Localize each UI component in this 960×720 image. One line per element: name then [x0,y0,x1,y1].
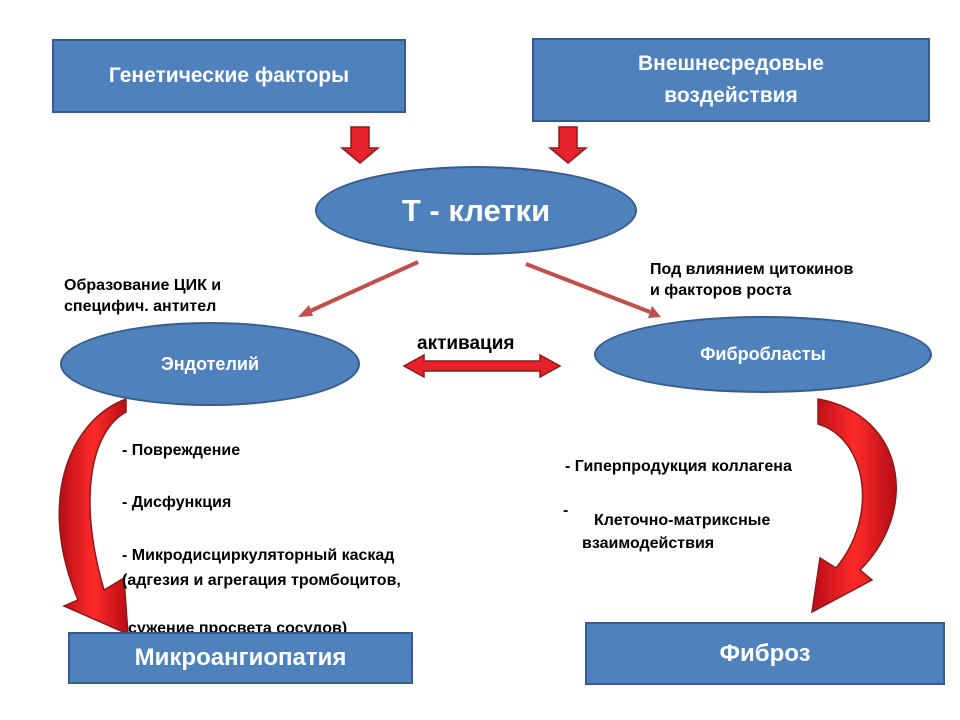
down-arrow-genetic [339,126,381,164]
down-arrow-environment [547,126,589,164]
genetic-factors-label: Генетические факторы [108,64,350,87]
activation-label: активация [417,333,515,354]
arrow-tcells-to-endothelium [307,260,419,314]
t-cells-node: Т - клетки [315,166,637,255]
endothelium-effects-item2: - Дисфункция [122,494,232,511]
endothelium-label: Эндотелий [160,353,260,374]
fibroblast-effects-item2-dash: - [563,502,569,519]
curved-arrow-left [58,397,129,636]
fibroblast-effects-item1: - Гиперпродукция коллагена [565,458,792,475]
cic-formation-label: Образование ЦИК и специфич. антител [64,275,221,317]
endothelium-effects-item3: - Микродисциркуляторный каскад (адгезия … [122,543,401,593]
endothelium-effects-item1: - Повреждение [122,442,241,459]
cell-matrix-line1: Клеточно-матриксные [594,512,771,529]
environmental-factors-label-line2: воздействия [664,84,798,107]
fibroblasts-label: Фибробласты [700,344,826,364]
fibrosis-box: Фиброз [585,622,945,685]
cic-label-line2: специфич. антител [64,298,217,315]
microangiopathy-label: Микроангиопатия [134,644,347,671]
environmental-factors-label-line1: Внешнесредовые [638,52,824,75]
fibroblasts-node: Фибробласты [594,316,932,393]
t-cells-label: Т - клетки [401,192,551,228]
microcirculation-line1: - Микродисциркуляторный каскад [122,547,395,564]
arrow-tcells-to-fibroblasts [525,262,651,314]
cell-matrix-line2: взаимодействия [582,535,715,552]
microcirculation-line2: (адгезия и агрегация тромбоцитов, [122,572,401,589]
curved-arrow-right [811,398,897,614]
arrowhead-endothelium [298,305,313,317]
activation-double-arrow [402,353,562,379]
microangiopathy-box: Микроангиопатия [68,632,413,684]
endothelium-node: Эндотелий [60,322,360,406]
cytokines-label-line1: Под влиянием цитокинов [650,261,854,278]
environmental-factors-box: Внешнесредовые воздействия [532,38,930,122]
cic-label-line1: Образование ЦИК и [64,277,222,294]
genetic-factors-box: Генетические факторы [52,39,406,113]
cytokines-label: Под влиянием цитокинов и факторов роста [650,259,853,301]
arrowhead-fibroblasts [648,306,661,318]
cytokines-label-line2: и факторов роста [650,282,792,299]
fibrosis-label: Фиброз [719,639,811,667]
fibroblast-effects-item2: Клеточно-матриксные взаимодействия [582,509,770,555]
